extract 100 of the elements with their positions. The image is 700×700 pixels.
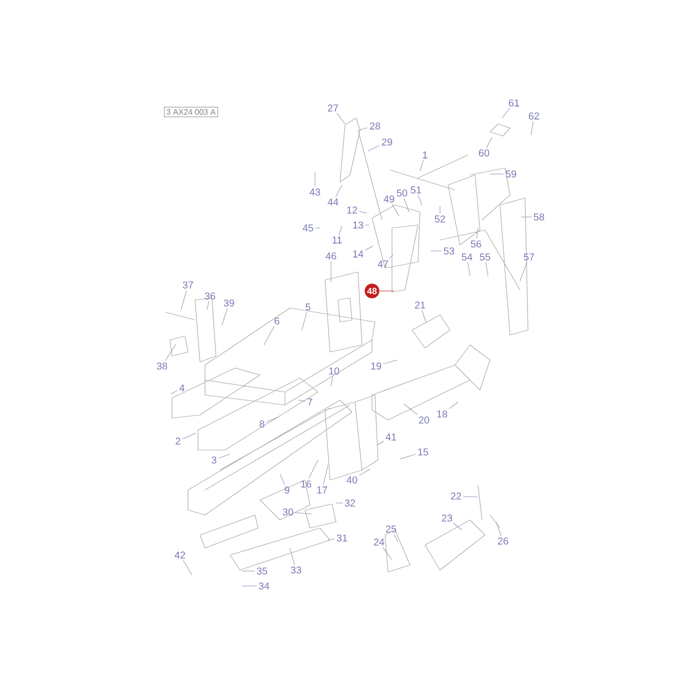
leader-line bbox=[496, 522, 502, 536]
leader-line bbox=[335, 184, 342, 198]
callout-number: 52 bbox=[434, 215, 446, 223]
leader-line bbox=[358, 128, 368, 130]
leader-line bbox=[502, 108, 510, 118]
leader-line bbox=[182, 560, 192, 576]
callout-number: 14 bbox=[353, 250, 364, 258]
callout-number: 4 bbox=[179, 384, 184, 392]
leader-line bbox=[383, 360, 398, 364]
callout-number: 8 bbox=[260, 420, 264, 428]
callout-number: 27 bbox=[328, 104, 338, 112]
leader-line bbox=[180, 290, 187, 310]
callout-number: 35 bbox=[256, 567, 268, 575]
callout-number: 56 bbox=[470, 240, 482, 248]
callout-number: 42 bbox=[174, 552, 186, 558]
leader-line bbox=[486, 262, 488, 276]
leader-line bbox=[330, 261, 332, 282]
leader-line bbox=[520, 216, 532, 218]
callout-number: 38 bbox=[156, 362, 168, 370]
leader-line bbox=[280, 474, 285, 486]
callout-number: 25 bbox=[386, 525, 396, 533]
leader-line bbox=[264, 326, 274, 346]
leader-line bbox=[290, 548, 295, 566]
leader-line bbox=[404, 404, 418, 416]
callout-number: 3 bbox=[212, 456, 216, 464]
callout-number: 31 bbox=[336, 534, 348, 542]
leader-line bbox=[170, 390, 178, 394]
callout-number: 16 bbox=[301, 480, 312, 488]
callout-number: 60 bbox=[478, 149, 490, 157]
leader-line bbox=[165, 344, 176, 361]
callout-number: 29 bbox=[382, 138, 392, 146]
callout-number: 17 bbox=[317, 486, 328, 494]
callout-number: 19 bbox=[371, 362, 382, 370]
callout-number: 9 bbox=[284, 486, 290, 494]
leader-line bbox=[379, 290, 394, 292]
callout-number: 54 bbox=[462, 254, 472, 260]
leader-line bbox=[336, 502, 343, 504]
leader-line bbox=[418, 194, 422, 206]
leader-line bbox=[298, 400, 306, 402]
leader-line bbox=[388, 254, 394, 260]
callout-number: 41 bbox=[386, 434, 396, 440]
callout-number: 24 bbox=[374, 538, 384, 546]
leader-line bbox=[368, 145, 380, 152]
callout-number: 20 bbox=[418, 416, 430, 424]
leader-line bbox=[486, 136, 492, 148]
callout-number: 53 bbox=[444, 247, 454, 255]
callout-number: 22 bbox=[450, 492, 462, 500]
leader-line bbox=[448, 402, 458, 410]
leader-line bbox=[468, 262, 470, 276]
leader-line bbox=[328, 538, 335, 540]
leader-line bbox=[376, 440, 384, 446]
callout-number: 57 bbox=[524, 254, 534, 260]
callout-number: 36 bbox=[204, 292, 216, 300]
leader-line bbox=[359, 211, 368, 214]
leader-line bbox=[302, 312, 307, 330]
callout-number: 1 bbox=[423, 152, 428, 158]
leader-line bbox=[330, 376, 334, 386]
callout-number: 13 bbox=[353, 221, 364, 229]
callout-number: 43 bbox=[310, 188, 320, 196]
callout-number: 39 bbox=[224, 299, 234, 307]
callout-number: 47 bbox=[378, 260, 388, 268]
leader-line bbox=[323, 464, 328, 486]
leader-line bbox=[530, 121, 534, 136]
callout-number: 45 bbox=[302, 224, 314, 232]
callout-number: 11 bbox=[332, 236, 342, 244]
callout-number: 2 bbox=[176, 438, 180, 444]
leader-line bbox=[382, 546, 392, 560]
callout-number: 50 bbox=[396, 189, 408, 197]
callout-number: 58 bbox=[534, 213, 544, 221]
leader-line bbox=[463, 496, 478, 498]
leader-line bbox=[392, 204, 400, 216]
callout-number: 44 bbox=[328, 198, 338, 206]
leader-line bbox=[476, 228, 478, 239]
callout-number: 28 bbox=[370, 122, 380, 130]
callout-number: 18 bbox=[437, 410, 448, 418]
callout-number: 33 bbox=[290, 566, 302, 574]
callout-number: 40 bbox=[346, 476, 358, 484]
leader-line bbox=[365, 224, 370, 226]
leader-line bbox=[222, 308, 228, 326]
leader-line bbox=[453, 523, 462, 530]
leader-line bbox=[422, 310, 426, 322]
callout-number: 55 bbox=[480, 254, 490, 260]
callout-number: 32 bbox=[344, 499, 356, 507]
callout-number: 12 bbox=[347, 206, 358, 214]
leader-line bbox=[394, 534, 398, 542]
leader-line bbox=[308, 460, 318, 480]
callout-number: 6 bbox=[274, 317, 280, 325]
leader-line bbox=[295, 512, 312, 514]
callout-number: 37 bbox=[182, 281, 194, 289]
highlighted-callout-number: 48 bbox=[364, 284, 380, 298]
callout-number: 23 bbox=[442, 514, 452, 522]
callout-number: 15 bbox=[418, 448, 428, 456]
callout-number: 21 bbox=[414, 302, 426, 308]
callout-number: 59 bbox=[506, 170, 516, 178]
leader-line bbox=[242, 570, 255, 572]
callout-number: 7 bbox=[308, 398, 312, 406]
leader-line bbox=[359, 468, 370, 476]
leader-line bbox=[338, 226, 342, 236]
leader-line bbox=[218, 454, 230, 459]
leader-line bbox=[206, 301, 210, 310]
